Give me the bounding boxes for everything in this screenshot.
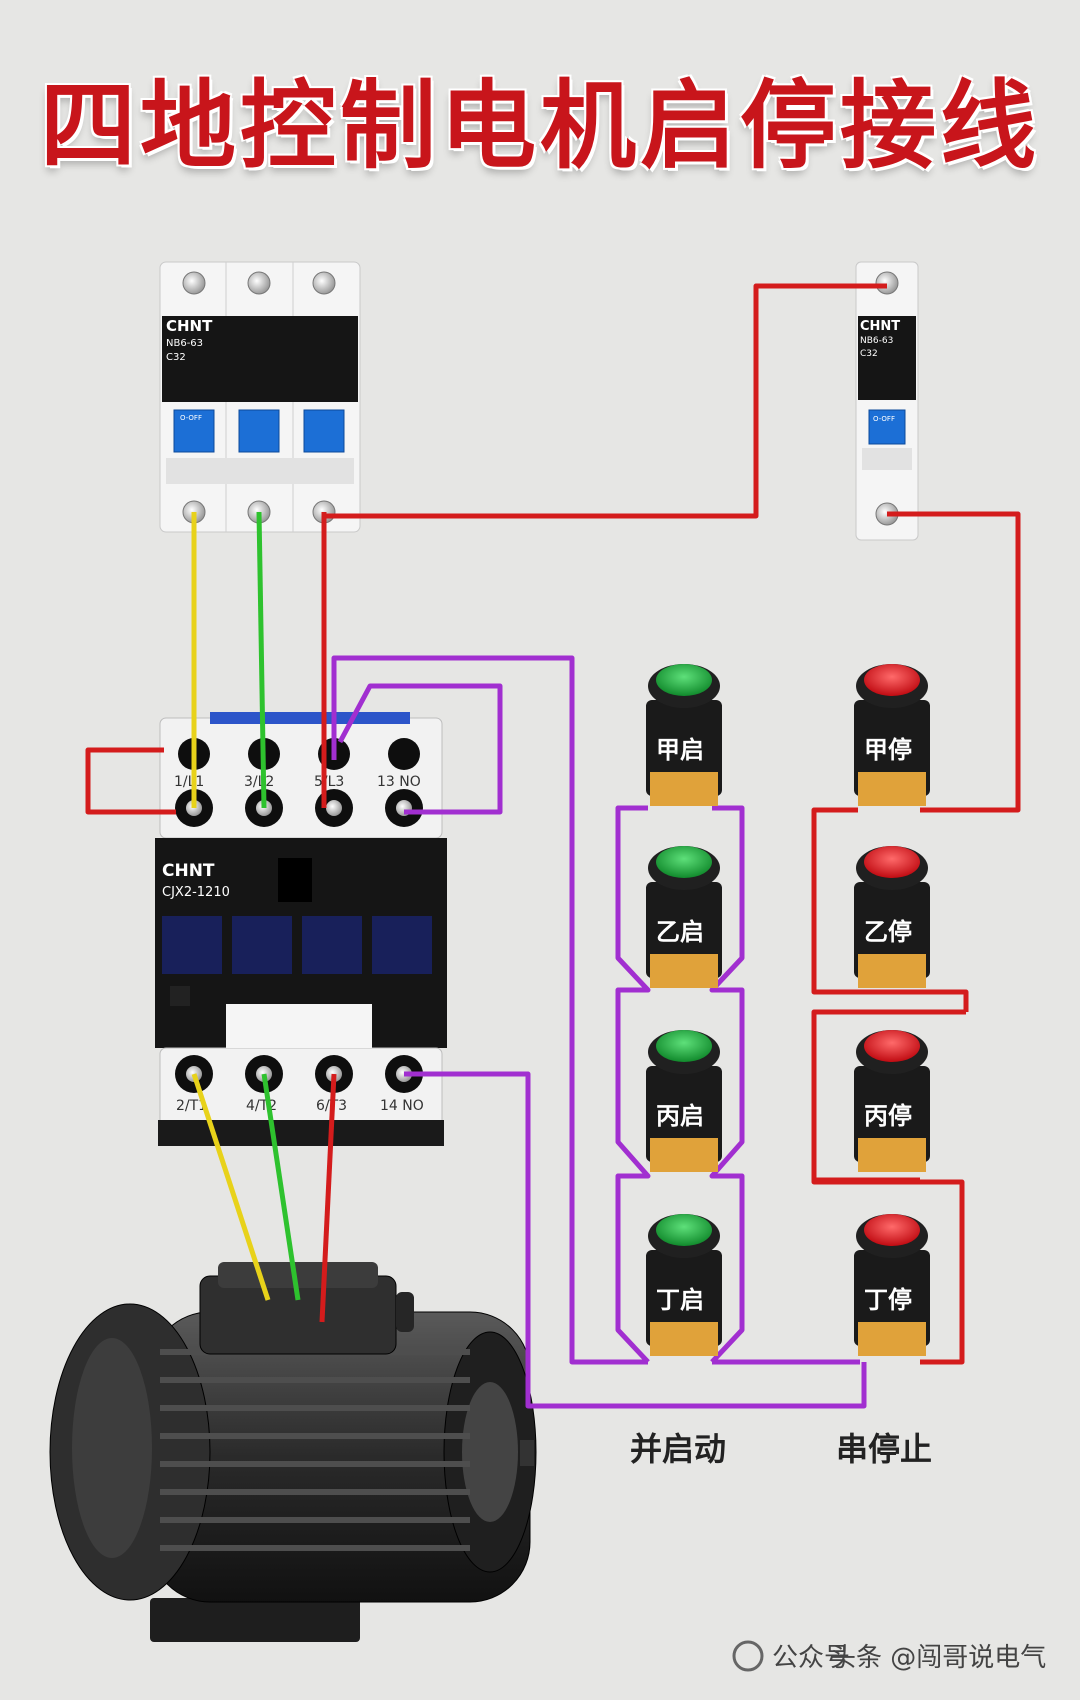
start-buttons: 甲启 乙启 丙启 丁启: [646, 664, 722, 1356]
three-pole-breaker: CHNT NB6-63 C32 O-OFF: [159, 261, 361, 533]
contactor-model: CJX2-1210: [162, 885, 230, 900]
stop-button-ding[interactable]: 丁停: [854, 1214, 930, 1356]
wechat-icon: [732, 1640, 764, 1672]
wire-motor-t1: [191, 1073, 271, 1301]
terminal-13-no: 13 NO: [377, 774, 421, 790]
start-button-bing[interactable]: 丙启: [646, 1030, 722, 1172]
start-button-ding-label: 丁启: [656, 1286, 704, 1314]
diagram-title: 四地控制电机启停接线: [40, 70, 1040, 182]
start-button-yi[interactable]: 乙启: [646, 846, 722, 988]
contactor-brand: CHNT: [162, 861, 215, 881]
breaker3p-switch-label: O-OFF: [180, 414, 202, 422]
start-button-jia[interactable]: 甲启: [646, 664, 722, 806]
terminal-1-l1: 1/L1: [174, 774, 204, 790]
footer-left: 公众号: [772, 1643, 850, 1673]
breaker1p-model: NB6-63: [860, 336, 893, 346]
wiring: [85, 283, 1021, 1409]
wire-stop-chain-1: [811, 807, 969, 1012]
start-button-jia-label: 甲启: [656, 736, 704, 764]
stop-button-bing[interactable]: 丙停: [854, 1030, 930, 1172]
breaker3p-rating: C32: [166, 352, 186, 363]
caption-parallel-start: 并启动: [630, 1430, 726, 1468]
stop-buttons: 甲停 乙停 丙停 丁停: [854, 664, 930, 1356]
wire-motor-t2: [261, 1073, 301, 1301]
footer-watermark: 公众号 头条 @闯哥说电气: [732, 1640, 1046, 1673]
caption-series-stop: 串停止: [836, 1430, 932, 1468]
wire-control-feed: [324, 283, 887, 519]
wire-a1-bridge: [85, 747, 176, 815]
stop-button-yi-label: 乙停: [864, 918, 912, 946]
breaker1p-switch-label: O-OFF: [873, 415, 895, 423]
breaker3p-model: NB6-63: [166, 338, 203, 349]
wire-14no-return: [404, 1071, 867, 1409]
stop-button-ding-label: 丁停: [864, 1286, 912, 1314]
motor: [49, 1262, 537, 1642]
wire-phase-l2: [256, 511, 267, 809]
footer-right: 头条 @闯哥说电气: [830, 1643, 1046, 1673]
stop-button-jia-label: 甲停: [864, 736, 912, 764]
wire-start-parallel-right: [709, 805, 745, 1364]
wire-start-parallel-left: [615, 805, 651, 1364]
contactor: CHNT CJX2-1210 1/L1 3/L2 5/L3 13 NO: [155, 712, 447, 1146]
stop-button-bing-label: 丙停: [864, 1102, 912, 1130]
single-pole-breaker: CHNT NB6-63 C32 O-OFF: [855, 261, 919, 541]
breaker3p-brand: CHNT: [166, 317, 213, 335]
terminal-2-t1: 2/T1: [176, 1098, 207, 1114]
start-button-bing-label: 丙启: [656, 1102, 704, 1130]
stop-button-yi[interactable]: 乙停: [854, 846, 930, 988]
wire-13no-loop: [337, 683, 503, 815]
start-button-yi-label: 乙启: [656, 918, 704, 946]
wire-coil-13no: [331, 655, 648, 1365]
terminal-3-l2: 3/L2: [244, 774, 274, 790]
start-button-ding[interactable]: 丁启: [646, 1214, 722, 1356]
wire-stop-feed: [887, 511, 1021, 813]
terminal-5-l3: 5/L3: [314, 774, 344, 790]
stop-button-jia[interactable]: 甲停: [854, 664, 930, 806]
terminal-14-no: 14 NO: [380, 1098, 424, 1114]
terminal-4-t2: 4/T2: [246, 1098, 277, 1114]
breaker1p-brand: CHNT: [860, 319, 900, 334]
breaker1p-rating: C32: [860, 349, 878, 359]
wire-stop-chain-3: [811, 1177, 965, 1365]
wire-motor-t3: [319, 1073, 337, 1323]
